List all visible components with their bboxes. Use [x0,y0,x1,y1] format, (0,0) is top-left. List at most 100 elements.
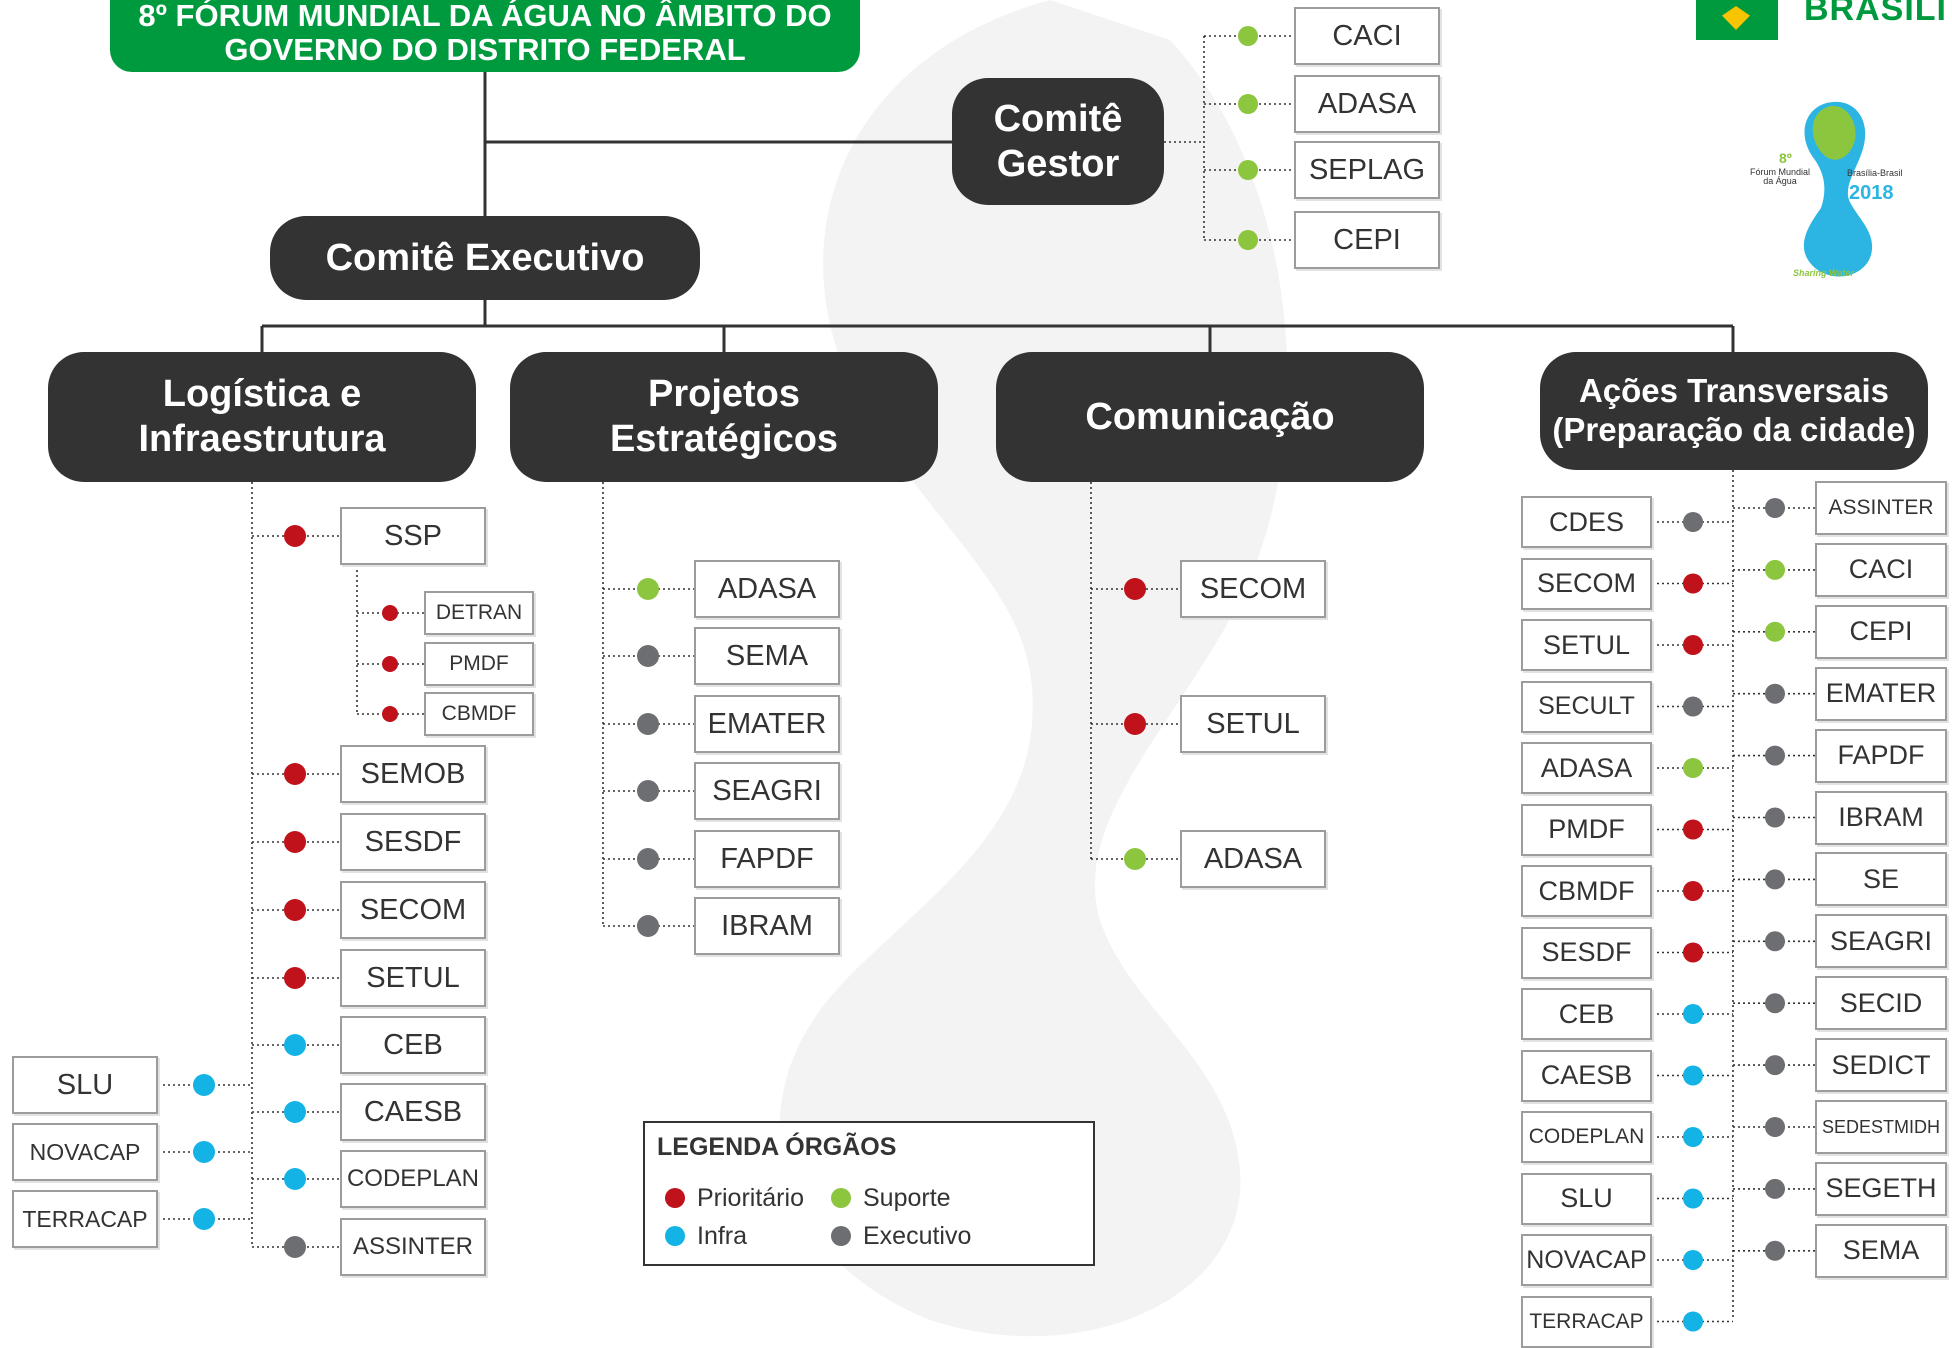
suporte-dot-icon [1238,26,1258,46]
water-drop-logo-icon [1803,101,1873,277]
suporte-dot-icon [1124,848,1146,870]
acoes-left-member: CBMDF [1521,865,1652,917]
suporte-dot-icon [1765,559,1785,580]
projetos-line1: Projetos [647,373,801,416]
logistica-left-member: TERRACAP [12,1190,158,1248]
acoes-right-member: CEPI [1815,604,1947,659]
logistica-member: CODEPLAN [340,1150,486,1208]
prioritario-dot-icon [382,605,398,621]
comunicacao-member: ADASA [1180,830,1326,888]
logistica-left-member: NOVACAP [12,1123,158,1181]
suporte-dot-icon [637,578,659,600]
executivo-dot-icon [637,848,659,870]
legend: LEGENDA ÓRGÃOS Prioritário Suporte Infra… [643,1121,1095,1266]
acoes-node: Ações Transversais (Preparação da cidade… [1540,352,1928,470]
infra-dot-icon [193,1141,215,1163]
logistica-line1: Logística e [162,373,362,416]
prioritario-dot-icon [1683,942,1703,963]
legend-item-prioritario: Prioritário [665,1184,804,1213]
title-line-2: GOVERNO DO DISTRITO FEDERAL [224,31,746,67]
acoes-right-member: SEDESTMIDH [1815,1100,1947,1154]
acoes-right-member: SEGETH [1815,1161,1947,1216]
executivo-dot-icon [637,780,659,802]
prioritario-dot-icon [284,831,306,853]
prioritario-dot-icon [284,899,306,921]
brazil-flag-icon [1696,0,1778,40]
logistica-line2: Infraestrutura [138,418,386,460]
suporte-dot-icon [1238,160,1258,180]
acoes-left-member: CDES [1521,496,1652,548]
infra-dot-icon [284,1101,306,1123]
suporte-dot-icon [1683,758,1703,778]
acoes-right-member: FAPDF [1815,728,1947,783]
infra-dot-icon [1683,1127,1703,1147]
acoes-right-member: SEAGRI [1815,914,1947,969]
acoes-right-member: ASSINTER [1815,481,1947,535]
logo-tagline: Sharing Water [1793,268,1854,278]
comite-gestor-node: Comitê Gestor [952,78,1164,205]
executivo-dot-icon [1765,931,1785,952]
prioritario-dot-icon [1683,819,1703,840]
acoes-left-member: SESDF [1521,926,1652,979]
prioritario-dot-icon [284,763,306,785]
logistica-left-member: SLU [12,1056,158,1114]
prioritario-dot-icon [382,656,398,672]
title-line-1: 8º FÓRUM MUNDIAL DA ÁGUA NO ÂMBITO DO [138,0,832,34]
projetos-line2: Estratégicos [609,418,839,460]
legend-item-suporte: Suporte [831,1184,951,1213]
logo-city: Brasília-Brasil [1847,168,1903,178]
prioritario-dot-icon [284,967,306,989]
infra-dot-icon [1683,1311,1703,1332]
executivo-dot-icon [637,645,659,667]
brand-text: BRASILI [1804,0,1947,28]
prioritario-dot-icon [1124,578,1146,600]
acoes-right-member: IBRAM [1815,790,1947,845]
legend-label-prioritario: Prioritário [697,1184,804,1212]
logistica-member: ASSINTER [340,1218,486,1276]
infra-dot-icon [284,1168,306,1190]
acoes-left-member: SECOM [1521,557,1652,610]
projetos-member: FAPDF [694,830,840,888]
projetos-member: SEAGRI [694,762,840,820]
logo-name: Fórum Mundial da Água [1749,167,1811,187]
executivo-dot-icon [1683,696,1703,717]
projetos-member: EMATER [694,695,840,753]
executivo-dot-icon [284,1236,306,1258]
red-dot-icon [665,1188,685,1208]
world-water-forum-logo: 8º Fórum Mundial da Água Brasília-Brasil… [1745,90,1915,290]
prioritario-dot-icon [1683,635,1703,655]
projetos-member: ADASA [694,560,840,618]
acoes-right-member: EMATER [1815,666,1947,721]
blue-dot-icon [665,1226,685,1246]
executivo-dot-icon [1765,807,1785,828]
logistica-member: SETUL [340,949,486,1007]
suporte-dot-icon [1238,230,1258,250]
acoes-right-member: SECID [1815,976,1947,1031]
executivo-dot-icon [637,713,659,735]
executivo-dot-icon [1765,745,1785,766]
acoes-line2: (Preparação da cidade) [1552,411,1916,448]
executivo-dot-icon [1765,1240,1785,1261]
executivo-dot-icon [1765,498,1785,518]
acoes-line1: Ações Transversais [1578,372,1890,410]
prioritario-dot-icon [382,706,398,722]
projetos-node: Projetos Estratégicos [510,352,938,482]
acoes-left-member: CEB [1521,988,1652,1040]
acoes-left-member: SLU [1521,1172,1652,1225]
infra-dot-icon [1683,1250,1703,1270]
prioritario-dot-icon [284,525,306,547]
comunicacao-label: Comunicação [1085,395,1335,438]
acoes-left-member: ADASA [1521,742,1652,794]
green-dot-icon [831,1188,851,1208]
executivo-dot-icon [1765,869,1785,890]
comite-gestor-member: SEPLAG [1294,141,1440,199]
comite-gestor-line1: Comitê [993,97,1123,140]
infra-dot-icon [1683,1004,1703,1024]
logistica-member: SSP [340,507,486,565]
comite-executivo-label: Comitê Executivo [325,236,645,279]
comite-gestor-member: ADASA [1294,75,1440,133]
infra-dot-icon [284,1034,306,1056]
